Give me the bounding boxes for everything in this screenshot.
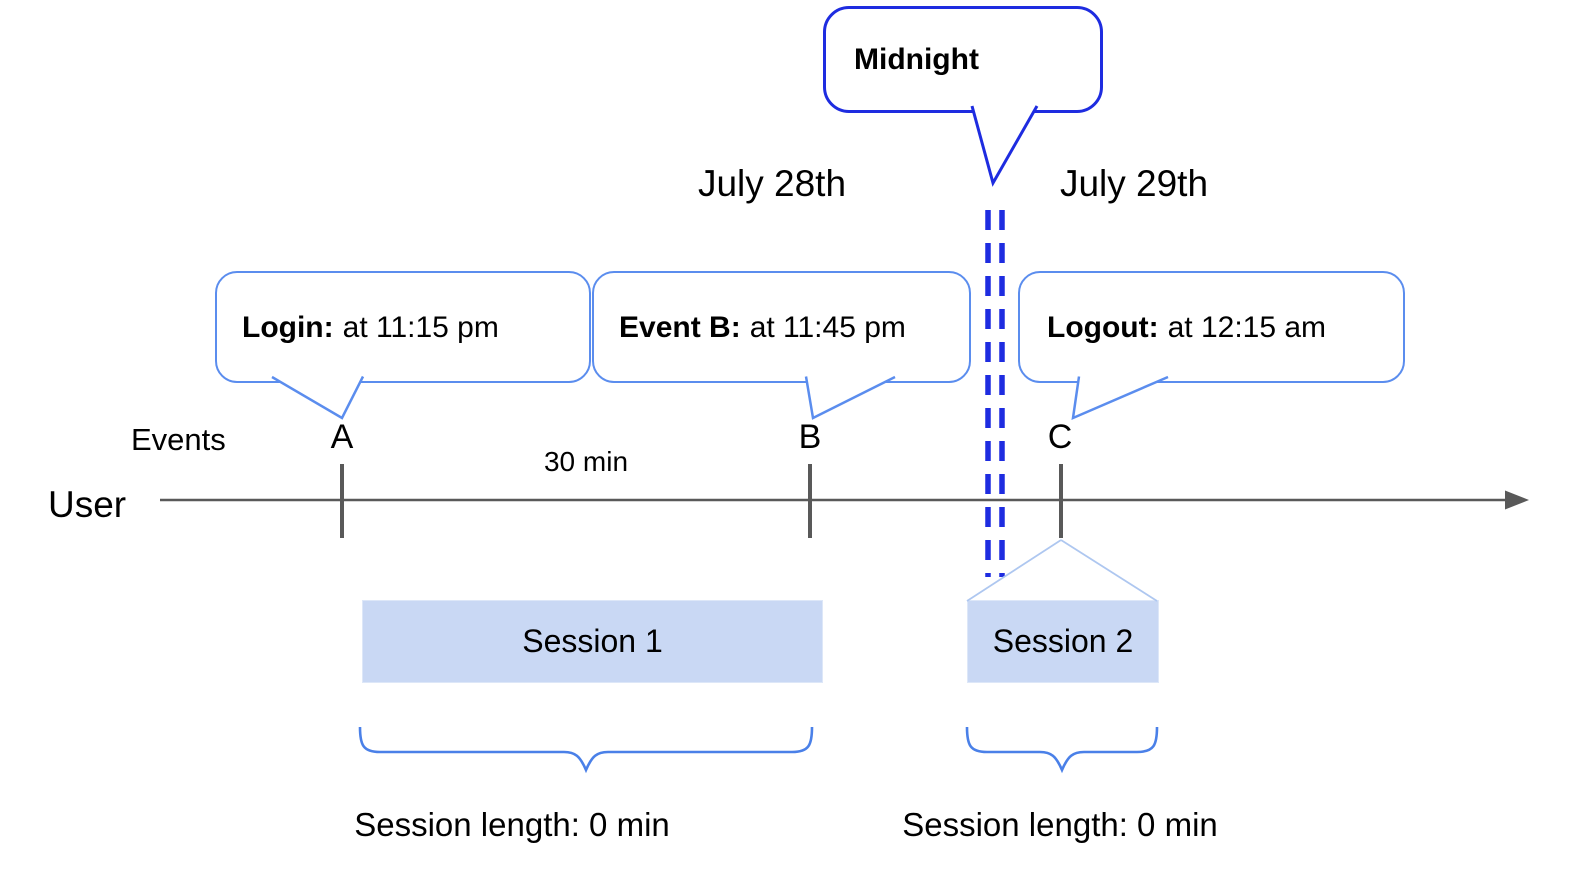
event-marker-b: B bbox=[798, 418, 822, 456]
midnight-callout-bubble: Midnight bbox=[823, 6, 1103, 113]
session-2-funnel-left-line bbox=[966, 539, 1062, 602]
session-1-box: Session 1 bbox=[362, 600, 823, 683]
event-b-callout-detail: at 11:45 pm bbox=[749, 310, 906, 344]
events-row-label: Events bbox=[131, 422, 226, 457]
logout-callout-detail: at 12:15 am bbox=[1167, 310, 1327, 344]
session-1-length-label: Session length: 0 min bbox=[354, 806, 670, 843]
logout-callout-bubble: Logout: at 12:15 am bbox=[1018, 271, 1405, 383]
login-callout-title: Login: bbox=[242, 310, 334, 344]
interval-label-30-min: 30 min bbox=[543, 446, 629, 477]
event-marker-c: C bbox=[1047, 418, 1073, 456]
session-2-length-label: Session length: 0 min bbox=[902, 806, 1218, 843]
session-1-brace bbox=[358, 726, 814, 774]
session-2-brace bbox=[965, 726, 1159, 774]
logout-callout-title: Logout: bbox=[1047, 310, 1159, 344]
session-2-box: Session 2 bbox=[967, 600, 1159, 683]
midnight-label: Midnight bbox=[854, 42, 979, 76]
login-callout-bubble: Login: at 11:15 pm bbox=[215, 271, 591, 383]
user-row-label: User bbox=[48, 484, 127, 525]
date-label-july-28: July 28th bbox=[697, 163, 847, 204]
session-2-label: Session 2 bbox=[992, 623, 1134, 659]
event-marker-a: A bbox=[330, 418, 354, 456]
date-label-july-29: July 29th bbox=[1059, 163, 1209, 204]
login-callout-detail: at 11:15 pm bbox=[342, 310, 499, 344]
event-b-callout-title: Event B: bbox=[619, 310, 741, 344]
session-2-funnel-right-line bbox=[1060, 539, 1158, 602]
event-b-callout-bubble: Event B: at 11:45 pm bbox=[592, 271, 971, 383]
session-1-label: Session 1 bbox=[522, 623, 663, 659]
timeline-arrowhead-icon bbox=[1505, 490, 1529, 510]
